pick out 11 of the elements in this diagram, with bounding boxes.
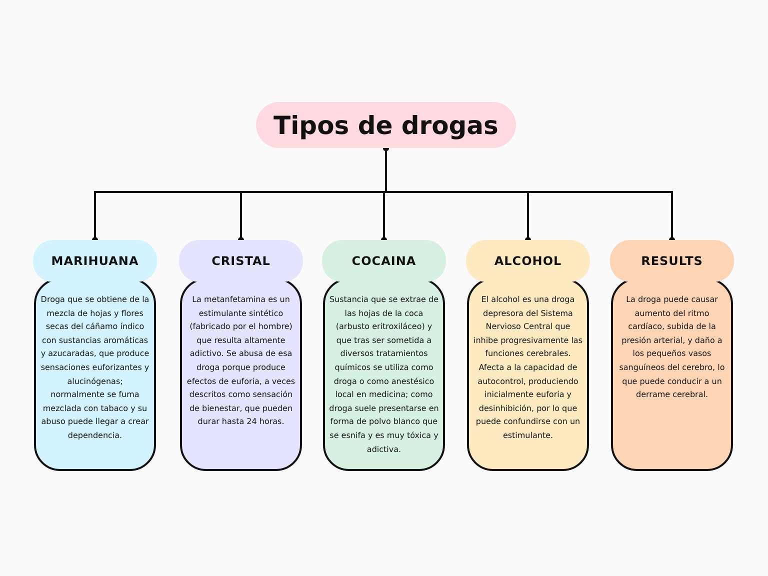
category-label: COCAINA [322, 240, 446, 282]
category-label: ALCOHOL [466, 240, 590, 282]
description-text: El alcohol es una droga depresora del Sistema Nervioso Central que inhibe progresivamente las funciones cerebrales. Afecta a la capacidad de autocontrol, produciendo inicialmente euforia y desinhibición, por lo que puede confundirse con un estimulante. [473, 294, 583, 442]
category-label: RESULTS [610, 240, 734, 282]
description-text: Sustancia que se extrae de las hojas de la coca (arbusto eritroxiláceo) y que tras ser sometida a diversos tratamientos químicos se utiliza como droga o como anestésico local en medicina; como droga suele presentarse en forma de polvo blanco que se esnifa y es muy tóxica y adictiva. [329, 294, 439, 456]
description-text: Droga que se obtiene de la mezcla de hojas y flores secas del cáñamo índico con sustancias aromáticas y azucaradas, que produce sensaciones euforizantes y alucinógenas; normalmente se fuma mezclada con tabaco y su abuso puede llegar a crear dependencia. [40, 294, 150, 442]
category-label: MARIHUANA [33, 240, 157, 282]
title: Tipos de drogas [256, 102, 516, 148]
category-label: CRISTAL [179, 240, 303, 282]
description-text: La metanfetamina es un estimulante sintético (fabricado por el hombre) que resulta altamente adictivo. Se abusa de esa droga porque produce efectos de euforia, a veces descritos como sensación de bienestar, que pueden durar hasta 24 horas. [186, 294, 296, 428]
description-text: La droga puede causar aumento del ritmo cardíaco, subida de la presión arterial, y daño a los pequeños vasos sanguíneos del cerebro, lo que puede conducir a un derrame cerebral. [618, 294, 726, 402]
